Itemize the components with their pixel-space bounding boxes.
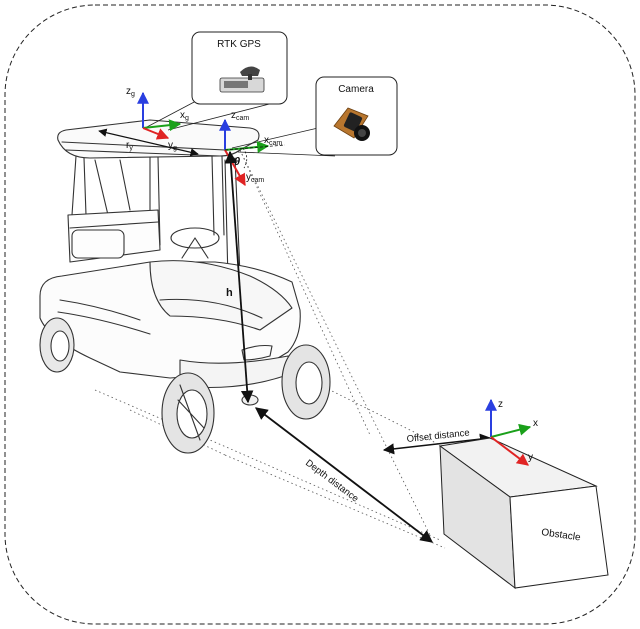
obstacle-box [438, 437, 609, 590]
gps-title: RTK GPS [217, 39, 261, 50]
offset-distance-dimension [382, 433, 492, 455]
yg-label: yg [168, 140, 177, 152]
camera-title: Camera [338, 84, 374, 95]
height-dimension [224, 150, 254, 404]
obstacle-label: Obstacle [541, 527, 582, 543]
xg-label: xg [180, 110, 189, 122]
gps-receiver-icon [219, 66, 265, 93]
outer-frame [4, 4, 636, 625]
xcam-label: xcam [264, 135, 282, 147]
obstacle-front-face [509, 485, 609, 589]
gps-frame-axes [98, 91, 199, 157]
camera-icon [333, 107, 370, 141]
obstacle-x-label: x [533, 418, 538, 429]
depth-distance-dimension [254, 407, 434, 543]
zg-label: zg [126, 86, 135, 98]
rtk-gps-callout: RTK GPS [144, 31, 288, 131]
ry-label: ry [126, 140, 133, 152]
ycam-label: ycam [246, 172, 264, 184]
obstacle-y-label: y [528, 452, 533, 463]
obstacle-frame-axes [485, 398, 532, 466]
theta-label: θ [234, 156, 240, 168]
obstacle-z-label: z [498, 399, 503, 410]
zcam-label: zcam [231, 110, 249, 122]
camera-callout: Camera [231, 76, 398, 157]
h-label: h [226, 287, 233, 299]
golf-cart-illustration [39, 119, 331, 454]
